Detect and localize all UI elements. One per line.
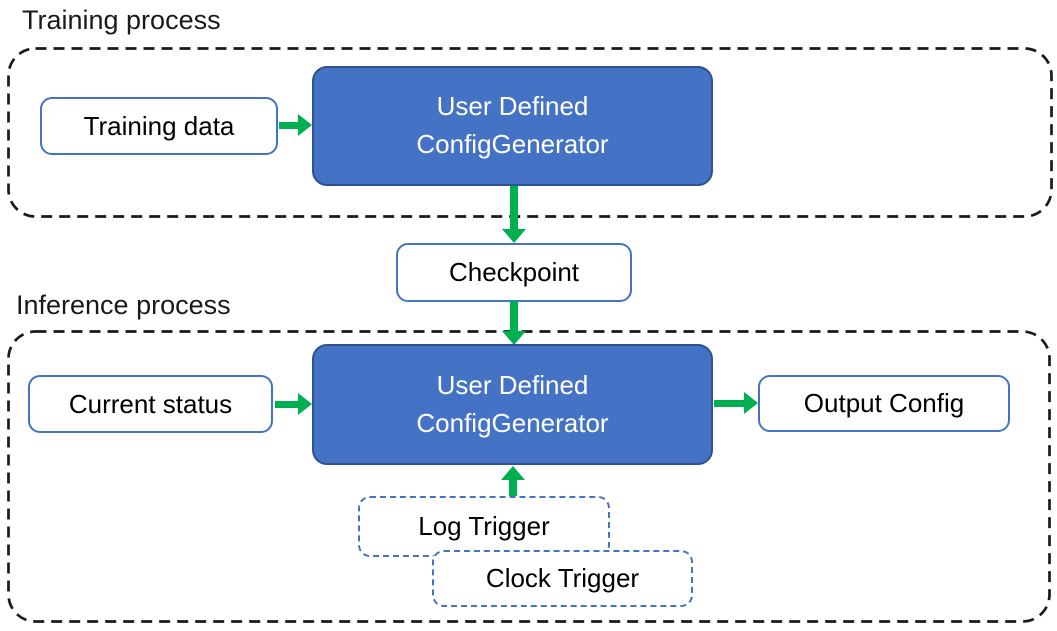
arrow-stem [714, 399, 744, 407]
arrow-generator-to-checkpoint [502, 186, 526, 243]
current-status-label: Current status [68, 388, 233, 419]
arrow-stem [275, 400, 298, 408]
arrow-stem [510, 186, 518, 229]
inference-generator-line2: ConfigGenerator [416, 407, 609, 438]
inference-process-container [7, 330, 1051, 623]
inference-process-label: Inference process [16, 290, 231, 320]
checkpoint-label: Checkpoint [448, 257, 580, 287]
arrow-stem [510, 301, 518, 331]
training-data-box: Training data [40, 97, 278, 155]
arrow-triggers-to-generator [501, 466, 525, 497]
current-status-box: Current status [28, 375, 273, 433]
training-generator-line2: ConfigGenerator [416, 129, 609, 159]
arrow-checkpoint-to-inference-generator [502, 301, 526, 345]
training-data-label: Training data [83, 110, 235, 141]
output-config-box: Output Config [758, 375, 1010, 432]
clock-trigger-box: Clock Trigger [432, 550, 693, 607]
arrow-training-data-to-generator [279, 114, 312, 136]
arrow-generator-to-output-config [714, 392, 758, 414]
output-config-label: Output Config [803, 388, 965, 418]
inference-config-generator-node: User Defined ConfigGenerator [312, 344, 713, 465]
arrow-head-icon [502, 229, 526, 243]
arrow-head-icon [744, 392, 758, 414]
arrow-head-icon [298, 393, 312, 415]
arrow-stem [279, 121, 298, 129]
log-trigger-box: Log Trigger [358, 496, 610, 557]
arrow-stem [509, 480, 517, 497]
arrow-head-icon [501, 466, 525, 480]
training-config-generator-node: User Defined ConfigGenerator [312, 66, 713, 186]
log-trigger-label: Log Trigger [418, 511, 550, 541]
training-generator-line1: User Defined [436, 91, 589, 122]
training-process-container [7, 47, 1053, 218]
arrow-head-icon [298, 114, 312, 136]
checkpoint-box: Checkpoint [396, 243, 632, 302]
training-process-label: Training process [22, 5, 221, 35]
arrow-head-icon [502, 331, 526, 345]
clock-trigger-label: Clock Trigger [485, 563, 640, 593]
inference-generator-line1: User Defined [436, 369, 589, 400]
arrow-current-status-to-generator [275, 393, 312, 415]
